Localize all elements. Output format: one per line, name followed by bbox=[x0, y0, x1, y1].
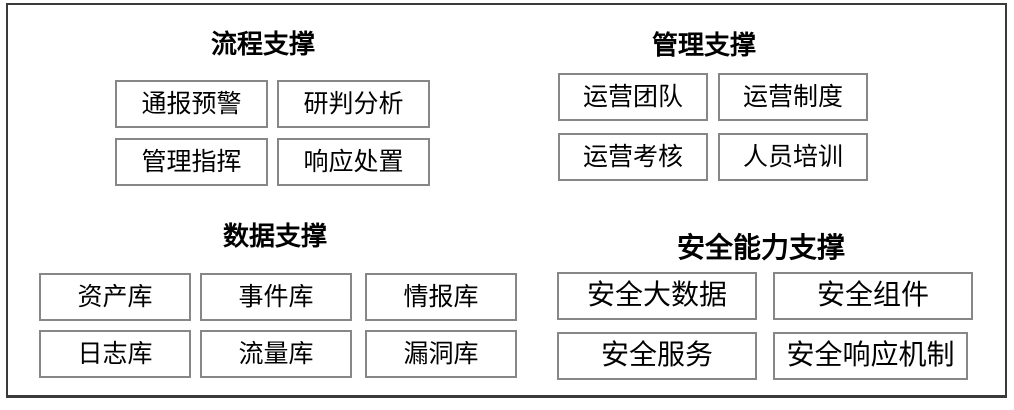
box-operations-system: 运营制度 bbox=[718, 73, 868, 121]
section-data-support: 数据支撑 资产库 事件库 情报库 日志库 流量库 漏洞库 bbox=[39, 223, 517, 378]
box-event-db: 事件库 bbox=[200, 273, 352, 321]
section-title-security-capability-support: 安全能力支撑 bbox=[677, 233, 846, 264]
section-security-capability-support: 安全能力支撑 安全大数据 安全组件 安全服务 安全响应机制 bbox=[557, 234, 975, 380]
box-notification-warning: 通报预警 bbox=[115, 80, 268, 128]
box-traffic-db: 流量库 bbox=[200, 330, 352, 378]
box-vulnerability-db: 漏洞库 bbox=[365, 330, 517, 378]
box-security-components: 安全组件 bbox=[773, 272, 973, 320]
box-management-command: 管理指挥 bbox=[115, 138, 268, 186]
box-log-db: 日志库 bbox=[39, 330, 191, 378]
box-security-response-mechanism: 安全响应机制 bbox=[773, 332, 968, 380]
box-judgment-analysis: 研判分析 bbox=[277, 80, 430, 128]
section-title-data-support: 数据支撑 bbox=[223, 222, 328, 251]
box-operations-assessment: 运营考核 bbox=[558, 133, 708, 181]
box-security-big-data: 安全大数据 bbox=[557, 272, 757, 320]
box-asset-db: 资产库 bbox=[39, 273, 191, 321]
section-management-support: 管理支撑 运营团队 运营制度 运营考核 人员培训 bbox=[558, 32, 868, 182]
box-personnel-training: 人员培训 bbox=[718, 133, 868, 181]
section-title-process-support: 流程支撑 bbox=[211, 30, 316, 59]
section-title-management-support: 管理支撑 bbox=[652, 31, 757, 60]
section-process-support: 流程支撑 通报预警 研判分析 管理指挥 响应处置 bbox=[115, 31, 431, 187]
box-intelligence-db: 情报库 bbox=[365, 273, 517, 321]
box-security-services: 安全服务 bbox=[557, 332, 757, 380]
box-operations-team: 运营团队 bbox=[558, 73, 708, 121]
box-response-handling: 响应处置 bbox=[277, 138, 430, 186]
